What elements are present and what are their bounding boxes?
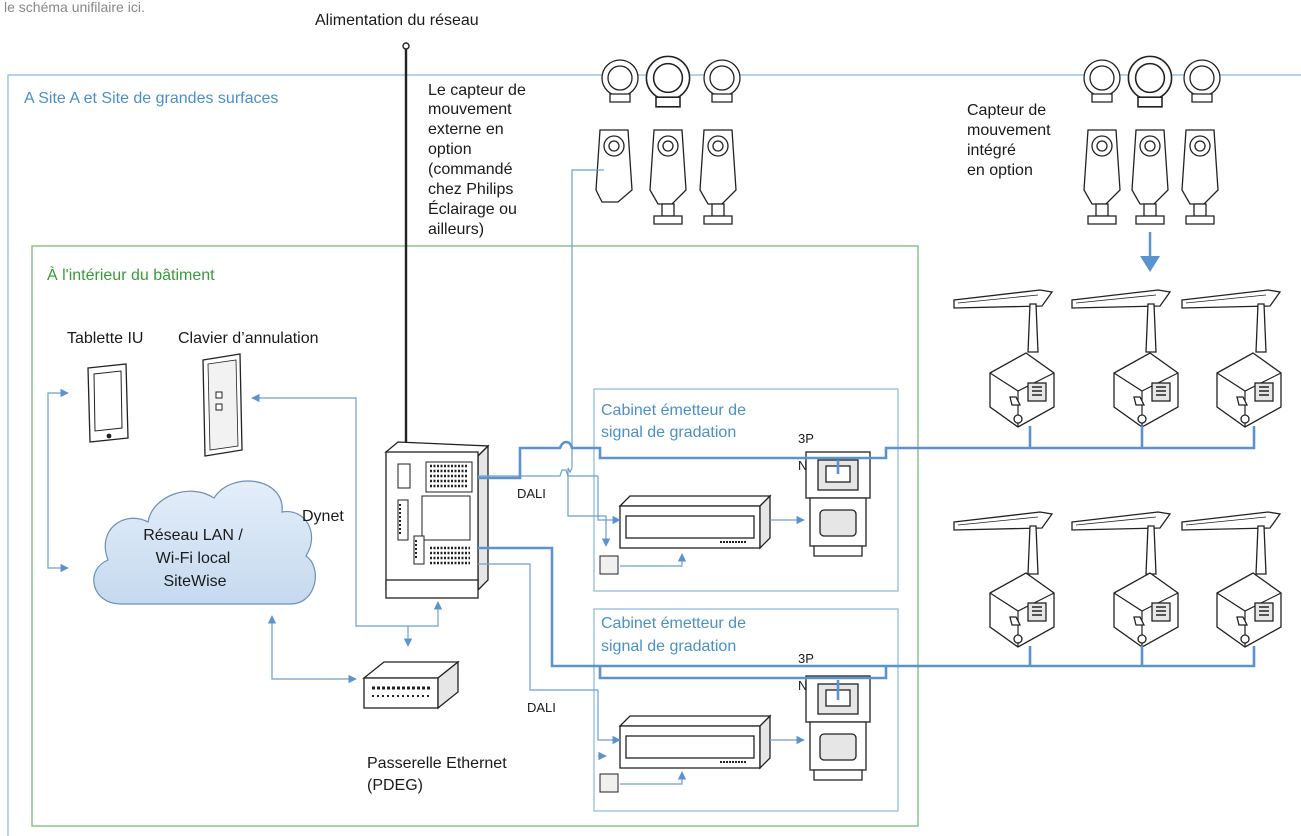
driver-icon — [1113, 572, 1179, 648]
sensor-interface-box — [599, 555, 619, 575]
cut-off-caption: le schéma unifilaire ici. — [4, 0, 145, 15]
p3-lower-label: 3P — [798, 651, 814, 666]
sensor-side-icon — [1083, 129, 1121, 225]
sensor-side-icon — [595, 129, 633, 203]
power-supply-label: Alimentation du réseau — [315, 12, 479, 29]
sensor-side-icon — [1131, 129, 1169, 225]
cabinet-2-label: Cabinet émetteur de signal de gradation — [601, 615, 750, 655]
cloud-gateway-link — [267, 615, 357, 684]
luminaires-row-2 — [953, 511, 1282, 648]
lan-wifi-cloud: Réseau LAN / Wi-Fi local SiteWise — [93, 480, 316, 605]
external-sensor-label: Le capteur de mouvement externe en optio… — [428, 82, 530, 238]
driver-icon — [989, 352, 1055, 428]
dali-2-label: DALI — [527, 700, 556, 715]
sensor-front-icon — [1083, 59, 1121, 103]
integrated-motion-sensors — [1083, 55, 1221, 225]
power-bus-lower-loop — [598, 666, 888, 680]
power-line — [402, 42, 410, 450]
dynet-controller-panel — [384, 441, 490, 599]
driver-icon — [989, 572, 1055, 648]
cloud-label-line: Wi-Fi local — [156, 550, 231, 567]
sensor-interface-box — [599, 773, 619, 793]
driver-icon — [1216, 352, 1282, 428]
cabinet-1-label: Cabinet émetteur de signal de gradation — [601, 402, 750, 441]
dimming-cabinet-1 — [593, 388, 899, 592]
driver-icon — [1216, 572, 1282, 648]
cloud-label-line: Réseau LAN / — [143, 527, 243, 544]
luminaire-icon — [953, 289, 1053, 353]
tablet-icon — [87, 363, 129, 443]
cabinet-2-inner-wire — [620, 771, 687, 785]
luminaire-icon — [1181, 289, 1281, 353]
cabinet-1-inner-wire — [620, 553, 687, 567]
sensor-front-icon — [645, 55, 691, 108]
sensor-front-icon — [703, 59, 741, 103]
dali-wire-2 — [478, 563, 621, 745]
site-zone-label: A Site A et Site de grandes surfaces — [24, 90, 278, 107]
integrated-sensor-label: Capteur de mouvement intégré en option — [967, 102, 1055, 179]
gateway-label: Passerelle Ethernet (PDEG) — [367, 755, 511, 794]
ethernet-gateway-device — [362, 660, 460, 710]
dynet-label: Dynet — [302, 508, 344, 525]
power-bus-3p-lower — [478, 546, 1256, 668]
p3-upper-label: 3P — [798, 431, 814, 446]
luminaires-row-1 — [953, 289, 1282, 428]
sensor-front-icon — [1183, 59, 1221, 103]
external-sensor-wire — [567, 169, 611, 547]
luminaire-icon — [1071, 511, 1171, 575]
tablet-label: Tablette IU — [67, 330, 143, 347]
power-bus-upper-drops — [1028, 426, 1144, 448]
keypad-label: Clavier d’annulation — [178, 330, 319, 347]
sensor-side-icon — [649, 129, 687, 225]
dimmer-rack-icon — [619, 495, 771, 549]
sensor-side-icon — [699, 129, 737, 225]
building-zone-frame — [31, 245, 919, 827]
dali-1-label: DALI — [517, 486, 546, 501]
integrated-sensor-arrow — [1140, 232, 1160, 272]
luminaire-icon — [1181, 511, 1281, 575]
power-bus-lower-drops — [1028, 646, 1144, 666]
power-bus-3p-upper — [478, 426, 1256, 480]
building-zone-label: À l'intérieur du bâtiment — [47, 265, 215, 284]
dimmer-rack-icon — [619, 715, 771, 769]
site-zone-frame — [7, 74, 1301, 836]
luminaire-icon — [1071, 289, 1171, 353]
dali-wire-1 — [478, 469, 621, 525]
n-lower-label: N — [798, 678, 807, 693]
sensor-front-icon — [1127, 55, 1173, 108]
dimming-cabinet-2 — [593, 608, 899, 812]
driver-icon — [1113, 352, 1179, 428]
sensor-front-icon — [601, 59, 639, 103]
external-motion-sensors — [595, 55, 741, 225]
keypad-icon — [202, 353, 243, 457]
svg-text:Réseau LAN / Wi-Fi local: Réseau LAN / Wi-Fi local SiteWise — [143, 527, 247, 590]
sensor-side-icon — [1181, 129, 1219, 225]
luminaire-icon — [953, 511, 1053, 575]
n-upper-label: N — [798, 458, 807, 473]
tablet-cloud-link — [47, 388, 69, 573]
cloud-label-line: SiteWise — [163, 573, 226, 590]
